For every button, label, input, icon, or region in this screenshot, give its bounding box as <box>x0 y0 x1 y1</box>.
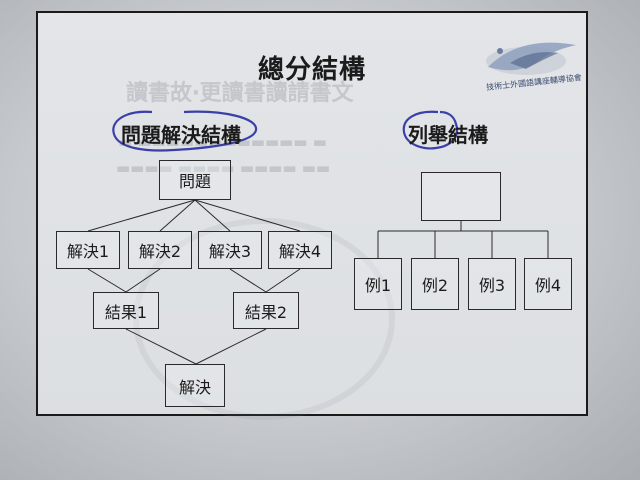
edge-res1-final <box>125 328 197 365</box>
node-result-2: 結果2 <box>233 292 299 329</box>
node-root-problem: 問題 <box>159 160 231 200</box>
slide-title: 總分結構 <box>257 55 366 85</box>
enumeration-title: 列舉結構 <box>408 123 488 147</box>
edge-sol1-res1 <box>87 268 127 293</box>
background-shadow-line-2: ▬▬▬▬ ▬▬▬▬ ▬▬▬▬ ▬▬ <box>116 159 331 177</box>
node-solution-3: 解決3 <box>198 231 262 269</box>
background-shadow-line-1: ▬ ▬▬▬▬▬▬▬▬▬▬▬▬ ▬ <box>118 133 327 151</box>
edge-root-sol2 <box>159 199 196 232</box>
node-solution-1: 解決1 <box>56 231 120 269</box>
background-shadow-circle <box>133 218 395 420</box>
problem-solving-title: 問題解決結構 <box>121 123 241 147</box>
edge-sol3-res2 <box>229 268 267 293</box>
edge-sol4-res2 <box>265 268 301 293</box>
node-example-3: 例3 <box>468 258 516 310</box>
edge-root-sol4 <box>194 199 301 232</box>
node-result-1: 結果1 <box>93 292 159 329</box>
left-title-highlight-oval <box>112 110 258 152</box>
node-enumeration-top <box>421 172 501 221</box>
slide: 讀書故‧更讀書讀請書文 ▬ ▬▬▬▬▬▬▬▬▬▬▬▬ ▬ ▬▬▬▬ ▬▬▬▬ ▬… <box>36 11 588 420</box>
edge-res2-final <box>195 328 267 365</box>
right-title-highlight-oval <box>402 110 459 150</box>
background-shadow-text: 讀書故‧更讀書讀請書文 <box>126 81 354 106</box>
edge-root-sol1 <box>87 199 196 232</box>
connector-lines <box>87 199 549 365</box>
edge-sol2-res1 <box>125 268 161 293</box>
node-example-2: 例2 <box>411 258 459 310</box>
node-example-1: 例1 <box>354 258 402 310</box>
bird-logo-icon <box>486 42 576 75</box>
node-final-solution: 解決 <box>165 364 225 407</box>
node-solution-2: 解決2 <box>128 231 192 269</box>
node-solution-4: 解決4 <box>268 231 332 269</box>
node-example-4: 例4 <box>524 258 572 310</box>
edge-root-sol3 <box>194 199 231 232</box>
